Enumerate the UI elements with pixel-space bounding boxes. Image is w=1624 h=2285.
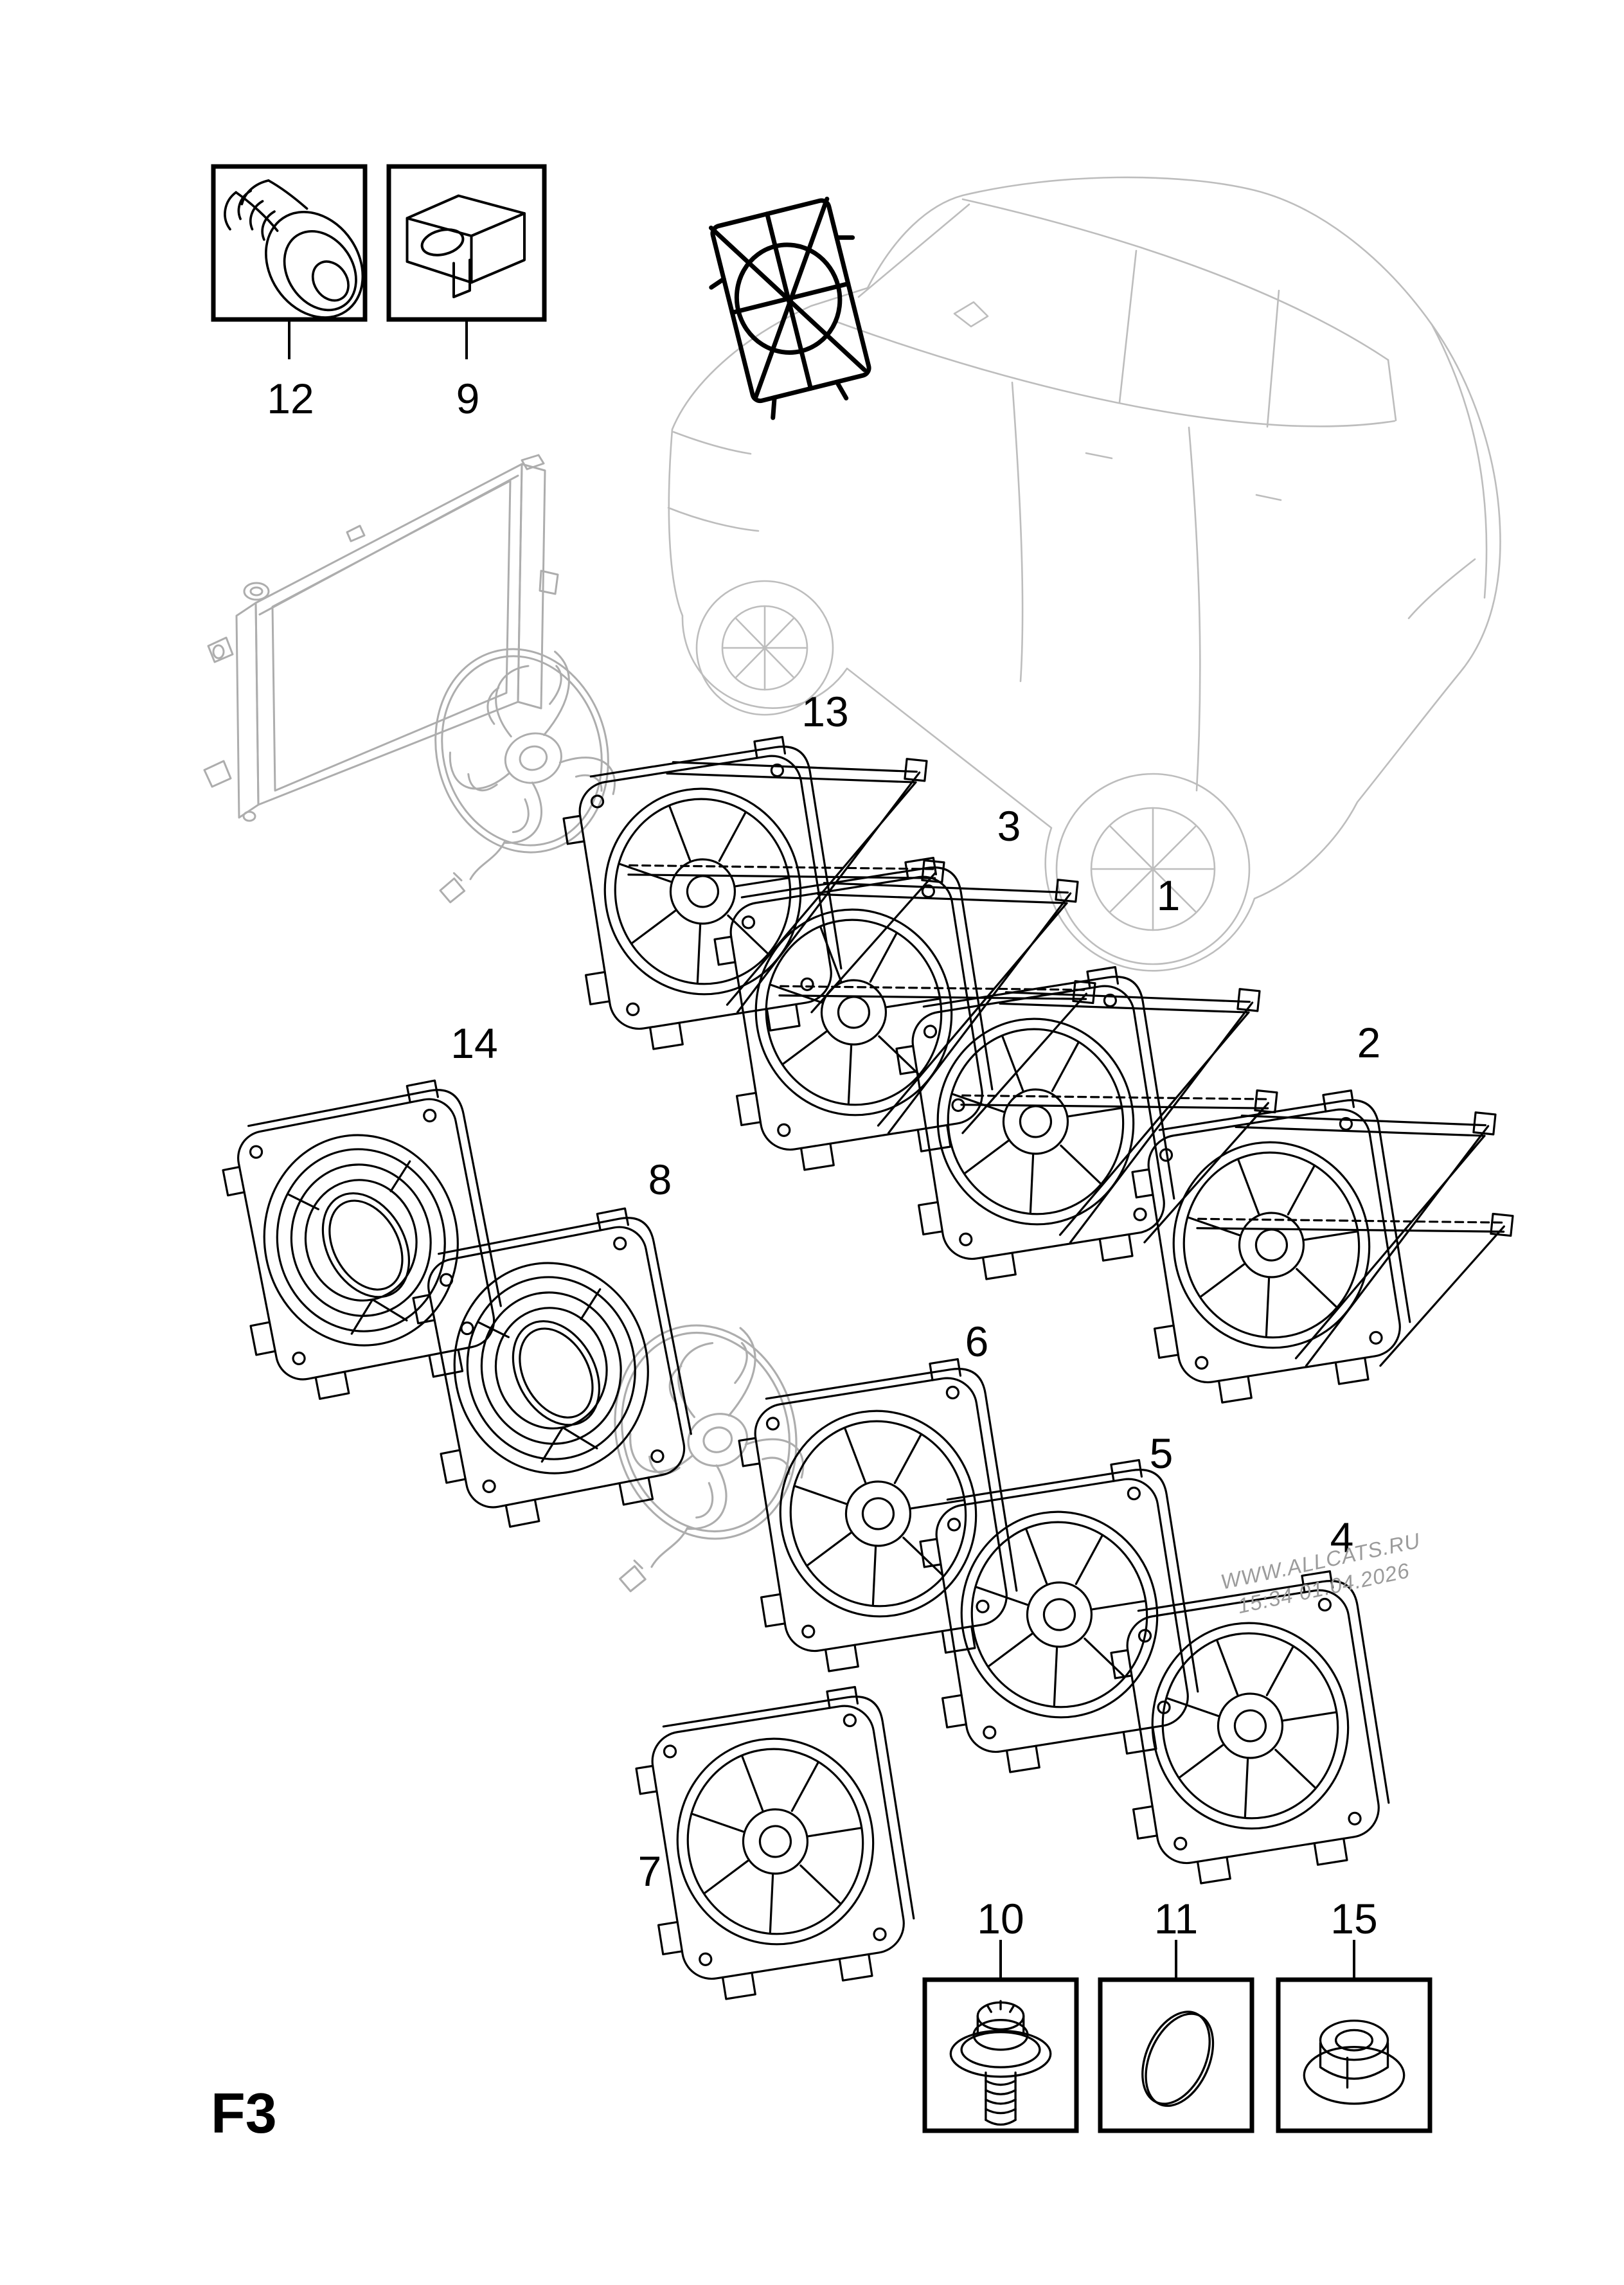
part-number-12: 12 (267, 375, 314, 422)
part-number-6: 6 (965, 1318, 989, 1365)
fastener-box-part-15: 15 (1276, 1895, 1432, 2133)
highlighted-fan-location (708, 196, 871, 420)
shroud-plain-drawing (625, 1682, 923, 2009)
part-number-10: 10 (977, 1895, 1024, 1942)
assembly-part-2: 2 (1123, 1019, 1535, 1411)
assembly-part-8: 8 (400, 1156, 703, 1538)
part-number-13: 13 (801, 688, 848, 735)
shroud-braced-drawing (1123, 1069, 1535, 1411)
fan-shroud-assemblies: 13 3 1 2 14 8 6 5 4 7 (210, 688, 1535, 2009)
reference-illustrations (203, 176, 1501, 1595)
shroud-plain-drawing (1100, 1566, 1398, 1894)
assembly-part-13: 13 (554, 688, 966, 1057)
part-number-8: 8 (648, 1156, 672, 1203)
assembly-part-14: 14 (210, 1019, 513, 1410)
fastener-box-part-11: 11 (1098, 1895, 1254, 2133)
part-number-14: 14 (451, 1019, 497, 1067)
part-number-11: 11 (1154, 1895, 1199, 1942)
part-number-7: 7 (638, 1847, 662, 1895)
assembly-part-1: 1 (887, 872, 1299, 1287)
part-box-frame (1098, 1977, 1254, 2133)
shroud-plain-drawing (909, 1455, 1207, 1782)
fastener-box-part-9: 9 (386, 164, 547, 422)
assembly-part-4: 4 (1100, 1514, 1398, 1894)
fastener-box-part-10: 10 (922, 1895, 1079, 2133)
assembly-part-5: 5 (909, 1429, 1207, 1782)
part-number-1: 1 (1157, 872, 1181, 919)
shroud-front-drawing (400, 1203, 703, 1538)
part-number-4: 4 (1330, 1514, 1354, 1561)
part-box-frame (386, 164, 547, 322)
part-number-2: 2 (1357, 1019, 1381, 1066)
radiator-illustration (203, 454, 559, 822)
assembly-part-7: 7 (625, 1682, 923, 2009)
page-code: F3 (211, 2081, 277, 2145)
shroud-braced-drawing (705, 836, 1117, 1179)
shroud-plain-drawing (728, 1354, 1026, 1681)
car-illustration (667, 176, 1501, 972)
part-number-15: 15 (1330, 1895, 1377, 1942)
fan-blade-illustration-left (380, 627, 639, 906)
assembly-part-3: 3 (705, 802, 1117, 1178)
assembly-part-6: 6 (728, 1318, 1026, 1681)
part-number-5: 5 (1150, 1429, 1173, 1477)
part-number-3: 3 (997, 802, 1021, 850)
part-box-frame (1276, 1977, 1432, 2133)
watermark: WWW.ALLCATS.RU 15:34 01.04.2026 (1218, 1528, 1422, 1618)
part-number-9: 9 (456, 375, 480, 422)
fastener-box-part-12: 12 (211, 164, 384, 422)
